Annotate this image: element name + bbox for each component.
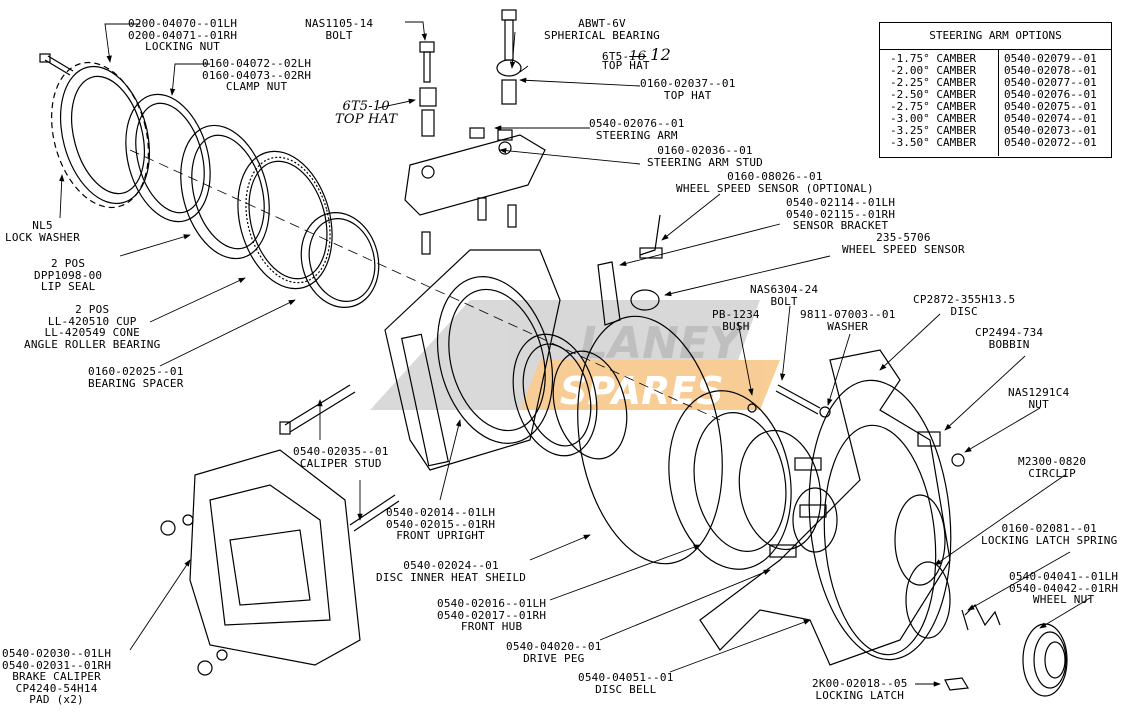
table-row: -3.50° CAMBER 0540-02072--01 [880, 137, 1111, 149]
table-row: -3.25° CAMBER 0540-02073--01 [880, 125, 1111, 137]
table-row: -1.75° CAMBER 0540-02079--01 [880, 53, 1111, 65]
label-front-hub: 0540-02016--01LH 0540-02017--01RH FRONT … [437, 597, 547, 633]
label-top-hat-10: 6T5-10 TOP HAT [335, 99, 398, 127]
brake-caliper-part [160, 449, 361, 676]
label-sensor-bracket: 0540-02114--01LH 0540-02115--01RH SENSOR… [786, 196, 896, 232]
wheel-nut-part [1022, 623, 1068, 697]
lock-washer-bolt-part [39, 53, 74, 76]
bolt-top-part [419, 41, 437, 137]
label-steering-arm-stud: 0160-02036--01 STEERING ARM STUD [647, 144, 763, 169]
label-nut: NAS1291C4 NUT [1008, 386, 1070, 411]
table-row: -2.25° CAMBER 0540-02077--01 [880, 77, 1111, 89]
top-hat-12-number: 12 [650, 45, 672, 64]
part-cell: 0540-02079--01 [1004, 52, 1097, 65]
heat-shield-part [577, 315, 723, 565]
label-front-upright: 0540-02014--01LH 0540-02015--01RH FRONT … [386, 506, 496, 542]
label-top-hat-12-word: TOP HAT [602, 59, 650, 72]
table-divider [998, 50, 999, 156]
latch-spring-part [961, 603, 1001, 631]
label-wheel-nut: 0540-04041--01LH 0540-04042--01RH WHEEL … [1009, 570, 1119, 606]
label-disc-bell: 0540-04051--01 DISC BELL [578, 671, 674, 696]
front-bearing-part [512, 333, 628, 460]
label-clamp-nut: 0160-04072--02LH 0160-04073--02RH CLAMP … [202, 57, 312, 93]
label-brake-caliper: 0540-02030--01LH 0540-02031--01RH BRAKE … [2, 647, 112, 706]
table-row: -2.50° CAMBER 0540-02076--01 [880, 89, 1111, 101]
camber-cell: -2.00° CAMBER [890, 64, 977, 77]
front-upright-part [384, 249, 561, 471]
camber-cell: -3.00° CAMBER [890, 112, 977, 125]
label-washer: 9811-07003--01 WASHER [800, 308, 896, 333]
part-cell: 0540-02075--01 [1004, 100, 1097, 113]
steering-arm-options-table: STEERING ARM OPTIONS -1.75° CAMBER 0540-0… [879, 22, 1112, 158]
label-bearing: 2 POS LL-420510 CUP LL-420549 CONE ANGLE… [24, 303, 161, 351]
label-top-hat-part: 0160-02037--01 TOP HAT [640, 77, 736, 102]
clamp-nut-part [125, 93, 211, 223]
disc-bell-part [823, 424, 946, 656]
top-hat-12-handwritten: 16 [629, 49, 647, 64]
sensor-part [597, 214, 663, 326]
camber-cell: -3.25° CAMBER [890, 124, 977, 137]
circlip-part [905, 561, 951, 639]
part-cell: 0540-02078--01 [1004, 64, 1097, 77]
part-cell: 0540-02076--01 [1004, 88, 1097, 101]
label-bush: PB-1234 BUSH [712, 308, 760, 333]
camber-cell: -1.75° CAMBER [890, 52, 977, 65]
steering-arm-part [404, 127, 546, 255]
table-row: -3.00° CAMBER 0540-02074--01 [880, 113, 1111, 125]
label-locking-latch-spring: 0160-02081--01 LOCKING LATCH SPRING [981, 522, 1118, 547]
label-circlip: M2300-0820 CIRCLIP [1018, 455, 1087, 480]
axis-line [129, 149, 721, 421]
label-disc: CP2872-355H13.5 DISC [913, 293, 1016, 318]
locking-latch-part [944, 677, 969, 691]
bearing-spacer-part [300, 212, 380, 308]
label-spherical-bearing: ABWT-6V SPHERICAL BEARING [544, 17, 660, 42]
leader-lines [59, 21, 1091, 687]
label-wheel-speed-sensor: 235-5706 WHEEL SPEED SENSOR [842, 231, 965, 256]
camber-cell: -3.50° CAMBER [890, 136, 977, 149]
lip-seal-part [180, 124, 270, 260]
label-steering-arm: 0540-02076--01 STEERING ARM [589, 117, 685, 142]
table-row: -2.00° CAMBER 0540-02078--01 [880, 65, 1111, 77]
camber-cell: -2.50° CAMBER [890, 88, 977, 101]
top-hat-12-prefix: 6T5- [602, 50, 630, 63]
watermark-text-2: SPARES [560, 369, 724, 413]
label-caliper-stud: 0540-02035--01 CALIPER STUD [293, 445, 389, 470]
table-title: STEERING ARM OPTIONS [880, 23, 1111, 50]
label-bearing-spacer: 0160-02025--01 BEARING SPACER [88, 365, 184, 390]
part-cell: 0540-02077--01 [1004, 76, 1097, 89]
front-hub-part [668, 390, 838, 570]
spherical-bearing-part [496, 9, 522, 105]
bobbin-part [917, 431, 965, 467]
label-locking-latch: 2K00-02018--05 LOCKING LATCH [812, 677, 908, 702]
label-drive-peg: 0540-04020--01 DRIVE PEG [506, 640, 602, 665]
label-lip-seal: 2 POS DPP1098-00 LIP SEAL [34, 257, 103, 293]
label-heat-shield: 0540-02024--01 DISC INNER HEAT SHEILD [376, 559, 527, 584]
table-row: -2.75° CAMBER 0540-02075--01 [880, 101, 1111, 113]
part-cell: 0540-02072--01 [1004, 136, 1097, 149]
locking-nut-part [51, 61, 151, 209]
label-bobbin: CP2494-734 BOBBIN [975, 326, 1044, 351]
disc-part [699, 349, 952, 666]
label-wheel-speed-sensor-optional: 0160-08026--01 WHEEL SPEED SENSOR (OPTIO… [676, 170, 874, 195]
table-body: -1.75° CAMBER 0540-02079--01 -2.00° CAMBE… [880, 50, 1111, 156]
camber-cell: -2.25° CAMBER [890, 76, 977, 89]
label-locking-nut: 0200-04070--01LH 0200-04071--01RH LOCKIN… [128, 17, 238, 53]
watermark: LANEY SPARES [370, 300, 780, 413]
label-bolt-mid: NAS6304-24 BOLT [750, 283, 819, 308]
bolt-mid-part [747, 384, 831, 418]
part-cell: 0540-02073--01 [1004, 124, 1097, 137]
label-lock-washer: NL5 LOCK WASHER [5, 219, 81, 244]
camber-cell: -2.75° CAMBER [890, 100, 977, 113]
part-cell: 0540-02074--01 [1004, 112, 1097, 125]
label-bolt-top: NAS1105-14 BOLT [305, 17, 374, 42]
